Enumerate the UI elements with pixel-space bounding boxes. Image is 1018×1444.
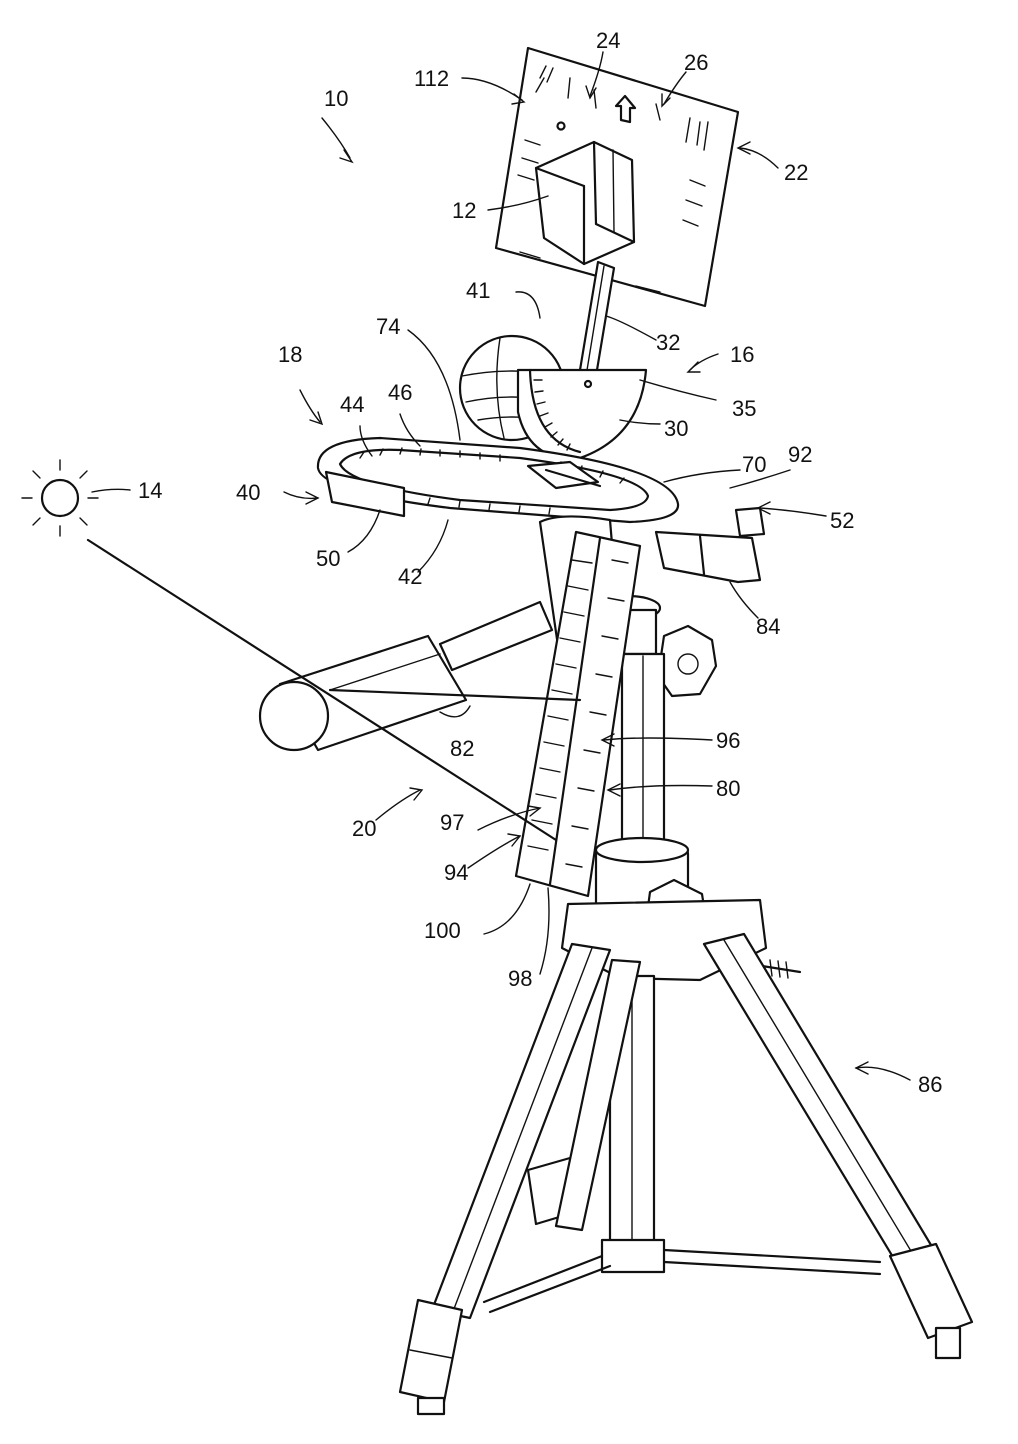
label-46: 46 — [388, 380, 412, 405]
leader-lines — [91, 51, 911, 1081]
vertical-rod-80 — [620, 652, 666, 866]
label-18: 18 — [278, 342, 302, 367]
reference-numerals: 10 112 24 26 22 12 41 74 32 16 18 44 46 … — [138, 28, 942, 1097]
label-41: 41 — [466, 278, 490, 303]
label-22: 22 — [784, 160, 808, 185]
label-100: 100 — [424, 918, 461, 943]
block-12 — [534, 140, 636, 266]
label-26: 26 — [684, 50, 708, 75]
label-94: 94 — [444, 860, 468, 885]
label-20: 20 — [352, 816, 376, 841]
sun-ray — [86, 538, 558, 842]
label-10: 10 — [324, 86, 348, 111]
azimuth-ring — [316, 436, 680, 524]
clamp-50 — [324, 470, 406, 518]
label-35: 35 — [732, 396, 756, 421]
label-98: 98 — [508, 966, 532, 991]
label-16: 16 — [730, 342, 754, 367]
label-82: 82 — [450, 736, 474, 761]
tripod — [398, 836, 974, 1416]
label-44: 44 — [340, 392, 364, 417]
label-80: 80 — [716, 776, 740, 801]
label-24: 24 — [596, 28, 620, 53]
label-12: 12 — [452, 198, 476, 223]
label-96: 96 — [716, 728, 740, 753]
label-42: 42 — [398, 564, 422, 589]
label-30: 30 — [664, 416, 688, 441]
label-86: 86 — [918, 1072, 942, 1097]
protractor-30 — [516, 368, 648, 462]
label-97: 97 — [440, 810, 464, 835]
label-112: 112 — [414, 66, 449, 91]
label-14: 14 — [138, 478, 162, 503]
label-84: 84 — [756, 614, 780, 639]
counterweight-arm — [258, 600, 554, 752]
label-32: 32 — [656, 330, 680, 355]
label-70: 70 — [742, 452, 766, 477]
knob-upper — [656, 624, 718, 698]
elevation-scale — [328, 530, 642, 898]
label-92: 92 — [788, 442, 812, 467]
clamp-84 — [654, 506, 766, 584]
label-74: 74 — [376, 314, 400, 339]
label-40: 40 — [236, 480, 260, 505]
sun-icon — [21, 459, 99, 537]
label-52: 52 — [830, 508, 854, 533]
label-50: 50 — [316, 546, 340, 571]
